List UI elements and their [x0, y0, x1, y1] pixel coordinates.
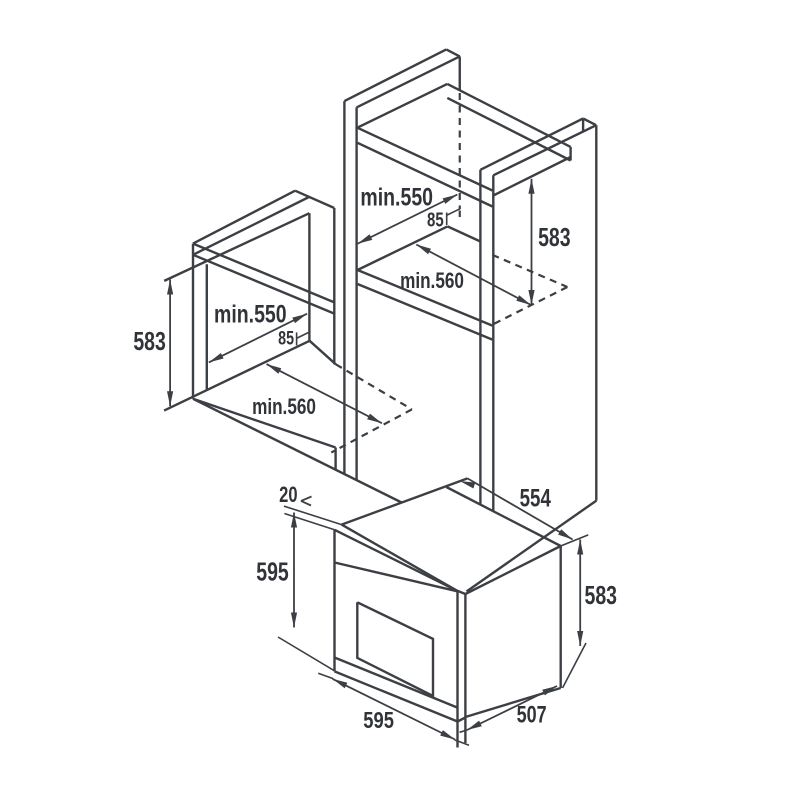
svg-text:20: 20 — [279, 483, 298, 508]
svg-text:583: 583 — [133, 326, 166, 355]
svg-text:583: 583 — [585, 580, 618, 609]
svg-text:85: 85 — [278, 327, 294, 348]
svg-text:595: 595 — [363, 708, 394, 733]
svg-text:595: 595 — [256, 557, 289, 586]
svg-text:min.560: min.560 — [252, 395, 316, 420]
svg-text:85: 85 — [427, 208, 444, 231]
svg-text:min.550: min.550 — [360, 183, 433, 211]
svg-text:min.550: min.550 — [214, 300, 287, 328]
svg-text:583: 583 — [538, 222, 571, 251]
svg-text:507: 507 — [517, 702, 547, 728]
svg-text:554: 554 — [520, 484, 552, 512]
svg-text:min.560: min.560 — [400, 269, 464, 294]
